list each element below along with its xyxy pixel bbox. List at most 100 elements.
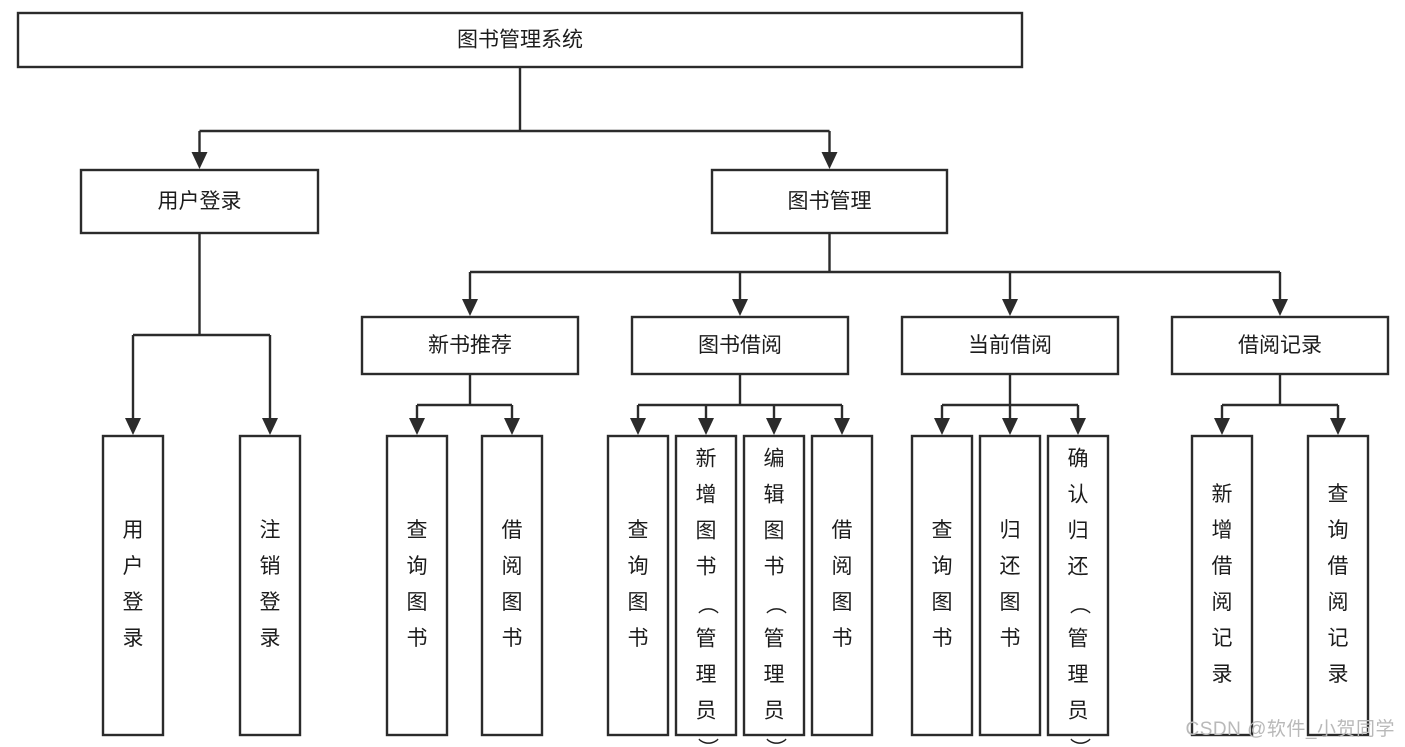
node-label-char: 归 xyxy=(1000,519,1021,542)
node-label-char: 录 xyxy=(123,627,144,650)
node-box-book-borrow[interactable] xyxy=(630,315,850,376)
node-label-char: 图 xyxy=(932,591,953,614)
node-box-user-login[interactable] xyxy=(79,168,320,235)
node-current-borrow[interactable]: 当前借阅 xyxy=(900,315,1120,376)
node-label-char: 用 xyxy=(123,519,144,542)
node-leaf-query-book-rec[interactable]: 查询图书查询图书 xyxy=(385,434,449,737)
node-label-char: 员 xyxy=(1068,700,1089,723)
node-leaf-return-book[interactable]: 归还图书归还图书 xyxy=(978,434,1042,737)
node-label-char: 查 xyxy=(932,519,953,542)
node-box-leaf-borrow-book[interactable] xyxy=(810,434,874,737)
node-label-char: 书 xyxy=(1000,627,1021,650)
node-book-borrow[interactable]: 图书借阅 xyxy=(630,315,850,376)
node-label-current-borrow: 当前借阅 xyxy=(968,334,1052,357)
node-user-login[interactable]: 用户登录 xyxy=(79,168,320,235)
arrow-head-icon xyxy=(934,418,950,435)
node-label-char: 户 xyxy=(123,555,144,578)
node-label-char: ） xyxy=(763,738,786,747)
node-box-leaf-query-borrow-record[interactable] xyxy=(1306,434,1370,737)
node-box-leaf-user-login[interactable] xyxy=(101,434,165,737)
node-box-leaf-borrow-book-rec[interactable] xyxy=(480,434,544,737)
node-label-char: 注 xyxy=(260,519,281,542)
node-label-char: 管 xyxy=(764,628,785,651)
node-label-char: 员 xyxy=(764,700,785,723)
node-leaf-user-login[interactable]: 用户登录用户登录 xyxy=(101,434,165,737)
node-label-char: ） xyxy=(1067,738,1090,747)
node-box-leaf-query-book-current[interactable] xyxy=(910,434,974,737)
node-label-char: 书 xyxy=(628,627,649,650)
node-box-leaf-edit-book-admin[interactable] xyxy=(742,434,806,737)
node-leaf-query-borrow-record[interactable]: 查询借阅记录查询借阅记录 xyxy=(1306,434,1370,737)
arrow-head-icon xyxy=(504,418,520,435)
arrow-head-icon xyxy=(732,299,748,316)
node-label-char: 阅 xyxy=(832,555,853,578)
node-box-book-manage[interactable] xyxy=(710,168,949,235)
node-label-char: 辑 xyxy=(764,484,785,507)
node-label-char: 书 xyxy=(764,556,785,579)
node-new-book-rec[interactable]: 新书推荐 xyxy=(360,315,580,376)
node-leaf-logout[interactable]: 注销登录注销登录 xyxy=(238,434,302,737)
arrow-head-icon xyxy=(1330,418,1346,435)
node-box-leaf-logout[interactable] xyxy=(238,434,302,737)
node-label-char: 员 xyxy=(696,700,717,723)
node-box-new-book-rec[interactable] xyxy=(360,315,580,376)
node-label-char: 记 xyxy=(1212,627,1233,650)
node-label-char: 书 xyxy=(407,627,428,650)
node-label-char: 图 xyxy=(764,520,785,543)
node-label-char: 新 xyxy=(696,448,717,471)
node-label-char: 认 xyxy=(1068,484,1089,507)
watermark-text: CSDN @软件_小贺同学 xyxy=(1185,719,1395,740)
arrow-head-icon xyxy=(125,418,141,435)
node-label-user-login: 用户登录 xyxy=(158,190,242,213)
node-box-leaf-add-borrow-record[interactable] xyxy=(1190,434,1254,737)
node-book-manage[interactable]: 图书管理 xyxy=(710,168,949,235)
connector-group-book-manage xyxy=(462,233,1288,316)
arrow-head-icon xyxy=(1002,418,1018,435)
node-label-new-book-rec: 新书推荐 xyxy=(428,334,512,357)
node-box-leaf-confirm-return-admin[interactable] xyxy=(1046,434,1110,737)
node-box-leaf-add-book-admin[interactable] xyxy=(674,434,738,737)
node-box-borrow-record[interactable] xyxy=(1170,315,1390,376)
node-label-root: 图书管理系统 xyxy=(457,29,583,52)
node-borrow-record[interactable]: 借阅记录 xyxy=(1170,315,1390,376)
node-leaf-add-borrow-record[interactable]: 新增借阅记录新增借阅记录 xyxy=(1190,434,1254,737)
node-box-leaf-query-book-borrow[interactable] xyxy=(606,434,670,737)
node-label-char: 增 xyxy=(1212,519,1233,542)
node-leaf-query-book-borrow[interactable]: 查询图书查询图书 xyxy=(606,434,670,737)
node-label-char: 记 xyxy=(1328,627,1349,650)
node-label-char: 借 xyxy=(1212,555,1233,578)
node-label-char: 询 xyxy=(1328,519,1349,542)
node-box-leaf-query-book-rec[interactable] xyxy=(385,434,449,737)
node-label-char: 图 xyxy=(696,520,717,543)
node-label-char: 借 xyxy=(1328,555,1349,578)
node-box-leaf-return-book[interactable] xyxy=(978,434,1042,737)
node-label-char: 确 xyxy=(1068,448,1089,471)
node-label-book-manage: 图书管理 xyxy=(788,190,872,213)
node-leaf-borrow-book-rec[interactable]: 借阅图书借阅图书 xyxy=(480,434,544,737)
node-box-current-borrow[interactable] xyxy=(900,315,1120,376)
arrow-head-icon xyxy=(766,418,782,435)
connector-group-borrow-record xyxy=(1214,374,1346,435)
arrow-head-icon xyxy=(834,418,850,435)
node-label-char: 询 xyxy=(932,555,953,578)
node-label-char: 图 xyxy=(502,591,523,614)
node-box-root[interactable] xyxy=(16,11,1024,69)
node-label-char: 查 xyxy=(1328,483,1349,506)
node-label-char: 图 xyxy=(628,591,649,614)
node-leaf-borrow-book[interactable]: 借阅图书借阅图书 xyxy=(810,434,874,737)
node-root[interactable]: 图书管理系统 xyxy=(16,11,1024,69)
node-label-char: 查 xyxy=(628,519,649,542)
node-label-char: 阅 xyxy=(502,555,523,578)
node-label-char: 查 xyxy=(407,519,428,542)
arrow-head-icon xyxy=(1002,299,1018,316)
node-label-char: 录 xyxy=(1328,663,1349,686)
arrow-head-icon xyxy=(1070,418,1086,435)
node-label-char: 借 xyxy=(502,519,523,542)
node-label-borrow-record: 借阅记录 xyxy=(1238,334,1322,357)
node-leaf-query-book-current[interactable]: 查询图书查询图书 xyxy=(910,434,974,737)
